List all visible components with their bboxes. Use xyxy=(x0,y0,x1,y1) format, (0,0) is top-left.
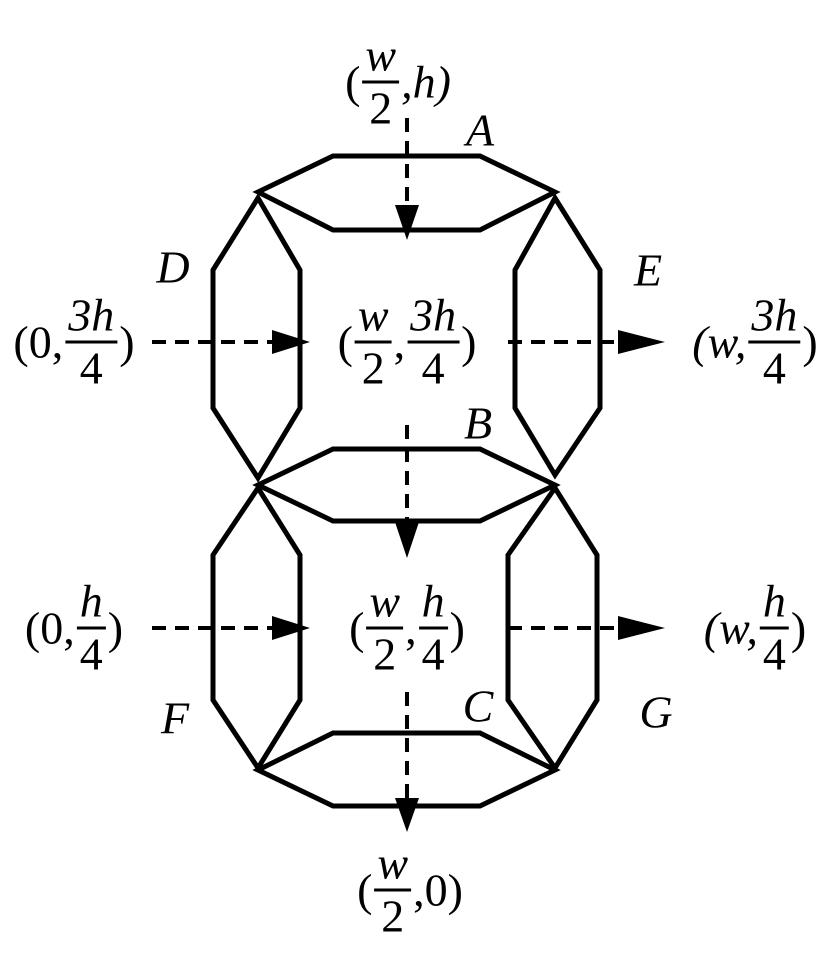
label-text: ( xyxy=(349,602,365,653)
arrowhead-icon xyxy=(395,205,419,240)
segment-g xyxy=(505,483,600,773)
label-text: ) xyxy=(790,602,807,653)
arrowhead-icon xyxy=(395,522,419,558)
denominator: 4 xyxy=(762,628,786,680)
segment-a xyxy=(252,153,561,233)
segment-label-g: G xyxy=(639,686,673,738)
arrowhead-icon xyxy=(395,798,419,832)
numerator: w xyxy=(374,840,412,892)
arrowhead-icon xyxy=(618,330,665,354)
label-text: ) xyxy=(461,316,477,367)
arrowhead-icon xyxy=(272,330,310,354)
label-text: ( xyxy=(345,56,361,107)
label-text: ) xyxy=(107,602,124,653)
denominator: 4 xyxy=(421,628,445,680)
denominator: 2 xyxy=(369,82,393,134)
numerator: 3h xyxy=(748,292,801,344)
numerator: h xyxy=(759,578,789,630)
segment-label-c: C xyxy=(462,680,494,732)
arrowhead-icon xyxy=(618,616,665,640)
numerator: 3h xyxy=(65,292,118,344)
label-text: (w, xyxy=(692,316,747,367)
numerator: w xyxy=(366,578,404,630)
numerator: w xyxy=(354,292,392,344)
label-text: ) xyxy=(802,316,818,367)
arrowhead-icon xyxy=(272,616,310,640)
denominator: 2 xyxy=(381,890,405,942)
segment-d xyxy=(210,193,303,483)
label-text: (w, xyxy=(703,602,758,653)
segment-e xyxy=(512,193,603,480)
denominator: 4 xyxy=(79,342,103,394)
numerator: w xyxy=(362,32,400,84)
label-text: ,0) xyxy=(413,864,463,915)
label-text: (0, xyxy=(24,602,75,653)
segment-label-d: D xyxy=(156,241,190,293)
segment-label-e: E xyxy=(633,244,663,296)
numerator: 3h xyxy=(407,292,460,344)
segment-f xyxy=(210,483,303,773)
label-text: ,h) xyxy=(401,56,451,107)
numerator: h xyxy=(418,578,448,630)
segment-label-b: B xyxy=(463,397,493,449)
label-text: ) xyxy=(119,316,135,367)
segment-label-a: A xyxy=(465,104,495,156)
label-text: (0, xyxy=(13,316,64,367)
denominator: 4 xyxy=(762,342,786,394)
label-text: , xyxy=(393,316,406,367)
segment-label-f: F xyxy=(160,692,190,744)
denominator: 4 xyxy=(79,628,103,680)
numerator: h xyxy=(76,578,106,630)
label-text: ( xyxy=(337,316,353,367)
label-text: ) xyxy=(449,602,465,653)
label-text: ( xyxy=(357,864,373,915)
denominator: 4 xyxy=(421,342,445,394)
denominator: 2 xyxy=(361,342,385,394)
label-text: , xyxy=(405,602,417,653)
denominator: 2 xyxy=(373,628,397,680)
